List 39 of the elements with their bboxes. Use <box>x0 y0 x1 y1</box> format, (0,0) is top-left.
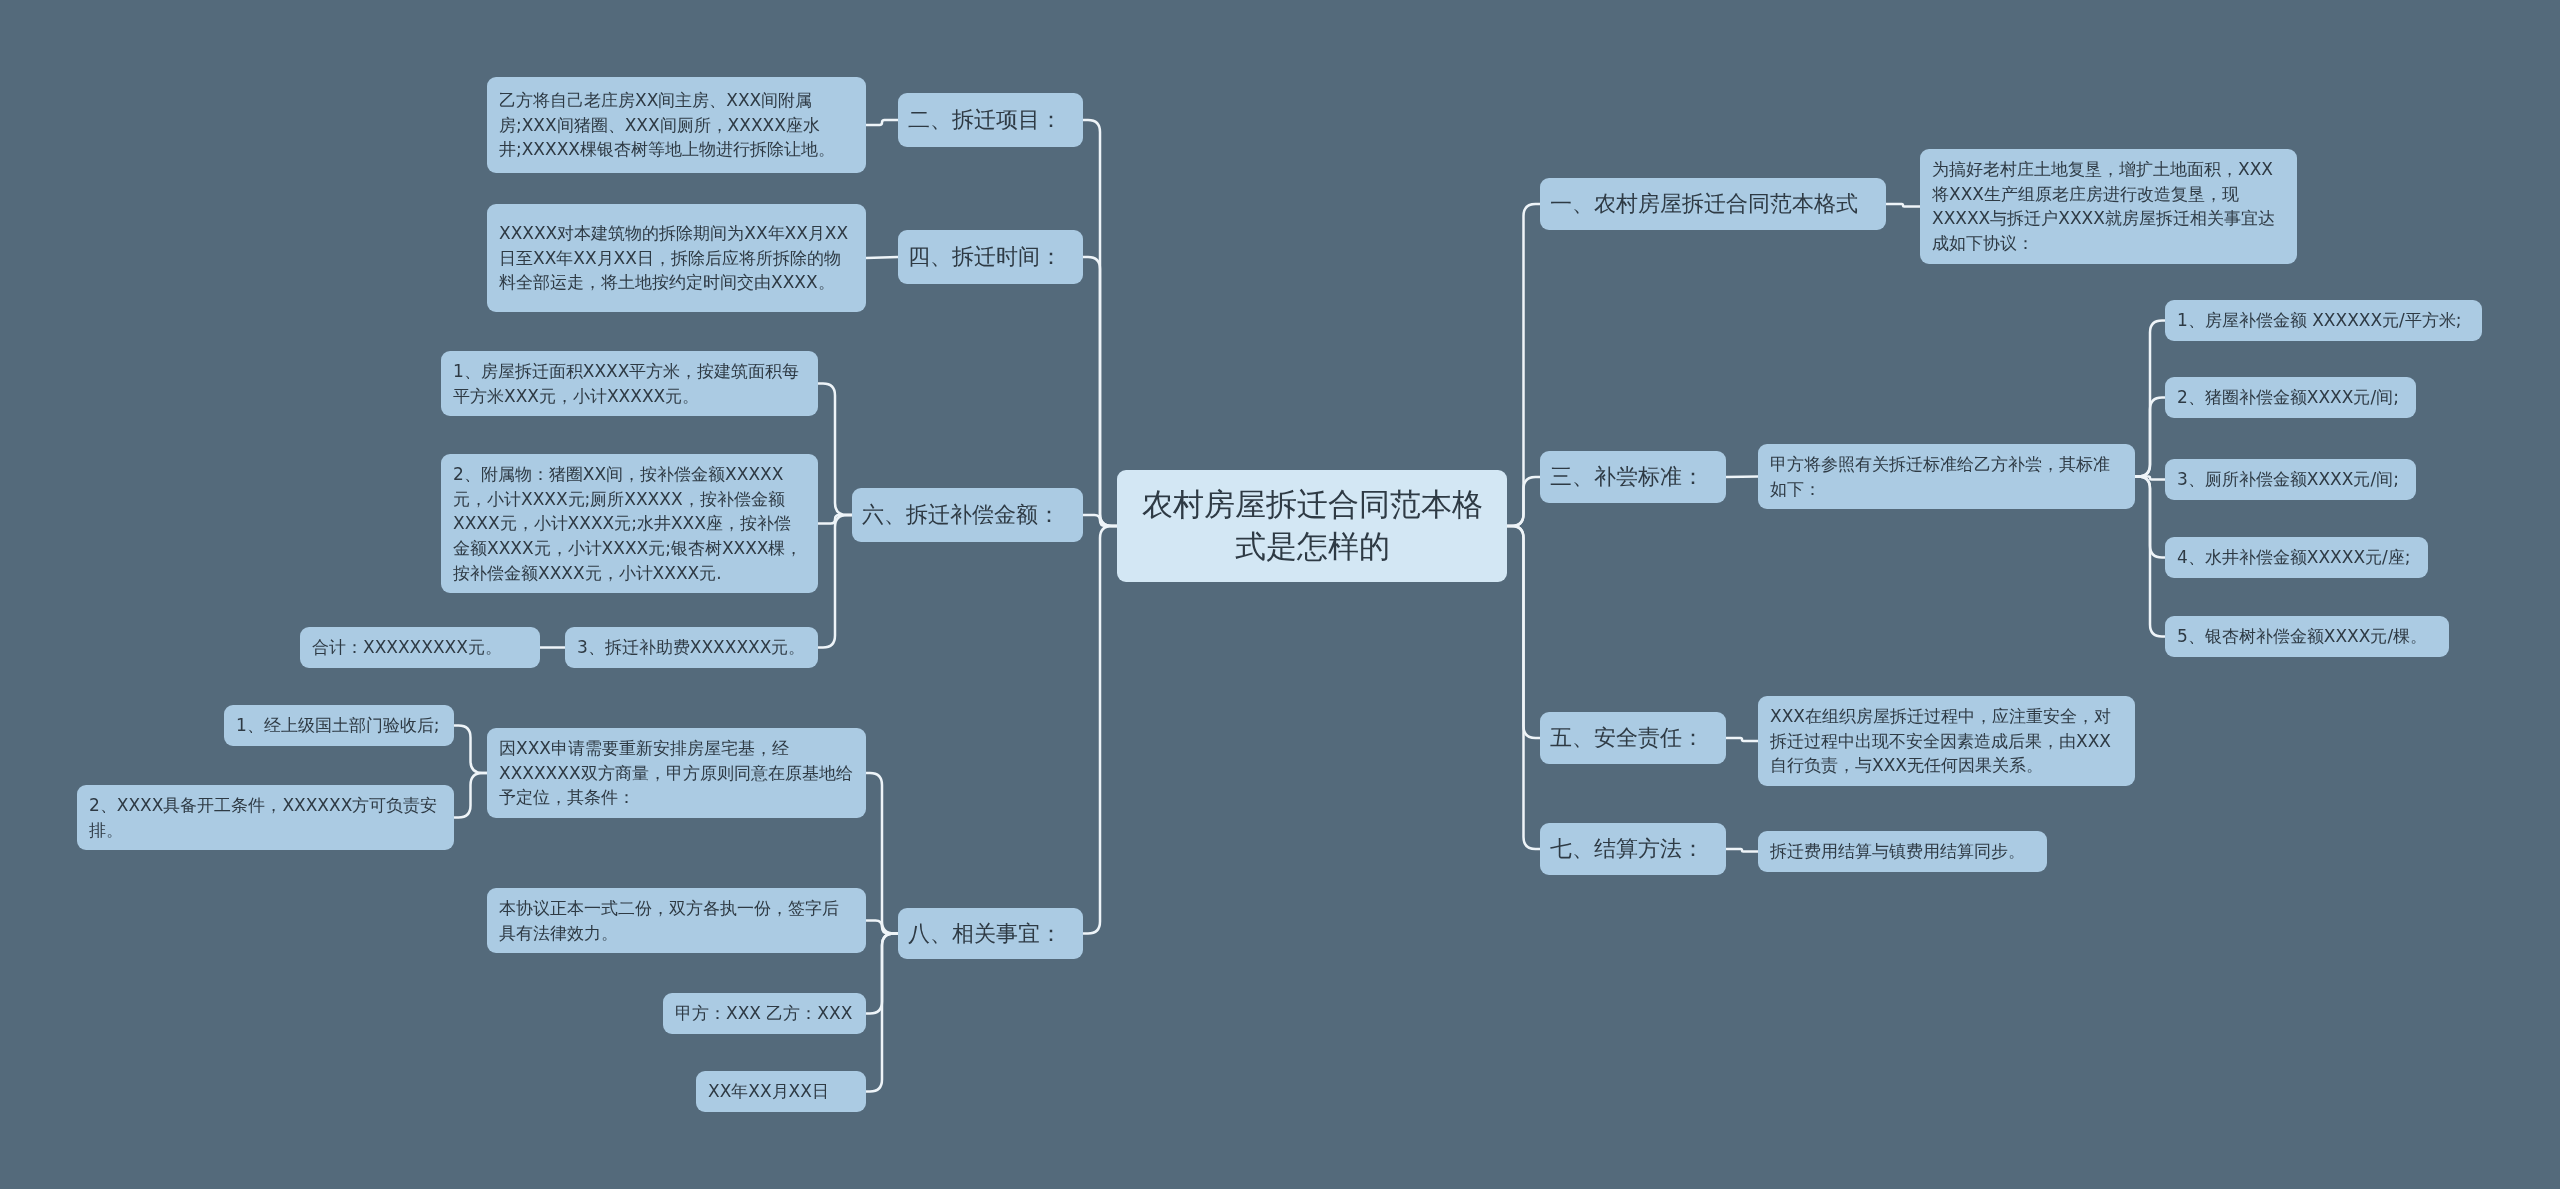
branch-topic-box: 三、补尝标准： <box>1540 451 1726 503</box>
branch-topic-box: 四、拆迁时间： <box>898 230 1083 284</box>
text-box: 为搞好老村庄土地复垦，增扩土地面积，XXX将XXX生产组原老庄房进行改造复垦，现XXXXX与拆迁户XXXX就房屋拆迁相关事宜达成如下协议： <box>1920 149 2297 264</box>
connector-line <box>454 771 487 819</box>
text-box: 合计：XXXXXXXXX元。 <box>300 627 540 668</box>
text-box: XXXXX对本建筑物的拆除期间为XX年XX月XX日至XX年XX月XX日，拆除后应将所拆除的物料全部运走，将土地按约定时间交由XXXX。 <box>487 204 866 312</box>
connector-line <box>2135 475 2165 638</box>
text-box: 1、经上级国土部门验收后; <box>224 705 454 746</box>
central-topic-box: 农村房屋拆迁合同范本格式是怎样的 <box>1117 470 1507 582</box>
connector-line <box>1726 847 1758 853</box>
text-box: 4、水井补偿金额XXXXX元/座; <box>2165 537 2428 578</box>
connector-line <box>1726 736 1758 743</box>
text-box: 3、厕所补偿金额XXXX元/间; <box>2165 459 2416 500</box>
branch-topic-box: 八、相关事宜： <box>898 908 1083 959</box>
text-box: XXX在组织房屋拆迁过程中，应注重安全，对拆迁过程中出现不安全因素造成后果，由XXX自行负责，与XXX无任何因果关系。 <box>1758 696 2135 786</box>
branch-topic-box: 七、结算方法： <box>1540 823 1726 875</box>
connector-line <box>540 646 565 649</box>
connector-line <box>865 255 899 260</box>
connector-line <box>1725 475 1759 479</box>
connector-line <box>1886 202 1920 208</box>
text-box: 因XXX申请需要重新安排房屋宅基，经XXXXXXX双方商量，甲方原则同意在原基地给予定位，其条件： <box>487 728 866 818</box>
text-box: 拆迁费用结算与镇费用结算同步。 <box>1758 831 2047 872</box>
branch-topic-box: 一、农村房屋拆迁合同范本格式 <box>1540 178 1886 230</box>
branch-topic-box: 六、拆迁补偿金额： <box>852 488 1083 542</box>
connector-line <box>866 118 898 127</box>
text-box: 甲方：XXX 乙方：XXX <box>663 993 866 1034</box>
text-box: 甲方将参照有关拆迁标准给乙方补尝，其标准如下： <box>1758 444 2135 510</box>
text-box: 5、银杏树补偿金额XXXX元/棵。 <box>2165 616 2449 657</box>
text-box: 2、XXXX具备开工条件，XXXXXX方可负责安排。 <box>77 785 454 851</box>
branch-topic-box: 五、安全责任： <box>1540 712 1726 764</box>
text-box: XX年XX月XX日 <box>696 1071 866 1112</box>
text-box: 1、房屋拆迁面积XXXX平方米，按建筑面积每平方米XXX元，小计XXXXX元。 <box>441 351 818 417</box>
branch-topic-box: 二、拆迁项目： <box>898 93 1083 147</box>
text-box: 2、猪圈补偿金额XXXX元/间; <box>2165 377 2416 418</box>
text-box: 1、房屋补偿金额 XXXXXX元/平方米; <box>2165 300 2482 341</box>
text-box: 3、拆迁补助费XXXXXXX元。 <box>565 627 818 668</box>
text-box: 乙方将自己老庄房XX间主房、XXX间附属房;XXX间猪圈、XXX间厕所，XXXXX座水井;XXXXX棵银杏树等地上物进行拆除让地。 <box>487 77 866 173</box>
text-box: 本协议正本一式二份，双方各执一份，签字后具有法律效力。 <box>487 888 866 954</box>
text-box: 2、附属物：猪圈XX间，按补偿金额XXXXX元，小计XXXX元;厕所XXXXX，按补偿金额XXXX元，小计XXXX元;水井XXX座，按补偿金额XXXX元，小计XXXX元;银杏树XXXX棵，按补偿金额XXXX元，小计XXXX元. <box>441 454 818 594</box>
